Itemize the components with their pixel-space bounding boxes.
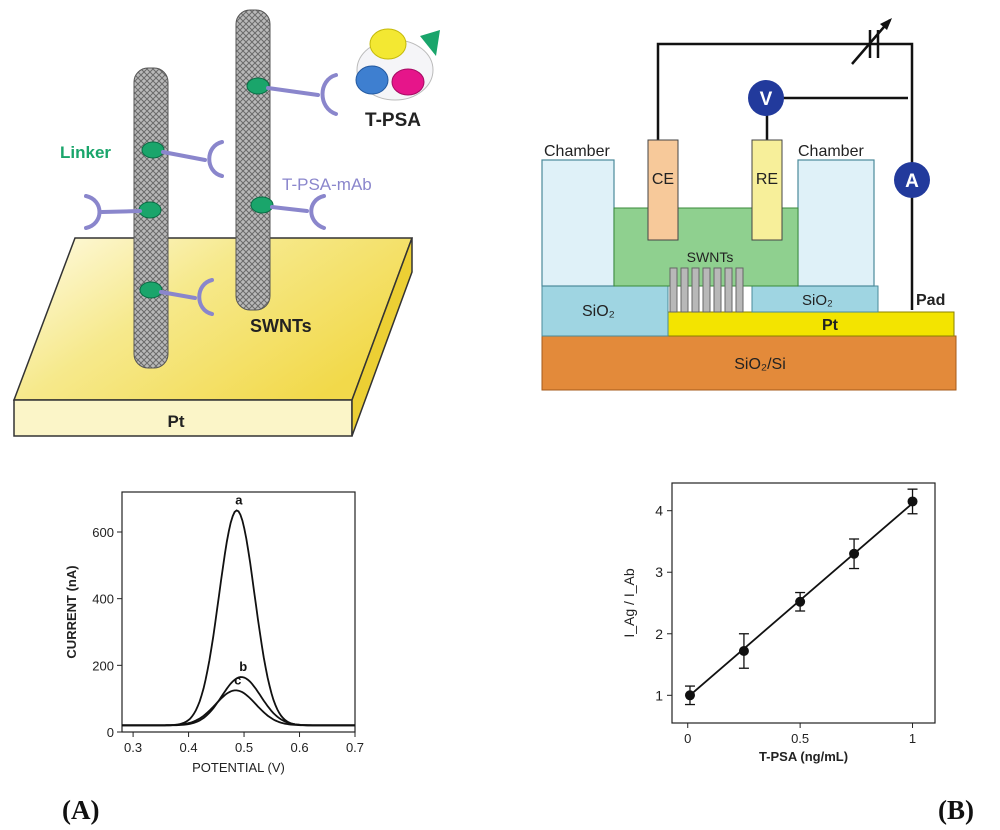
- mab-label: T-PSA-mAb: [282, 175, 372, 194]
- x-tick-label: 0.5: [791, 731, 809, 746]
- y-tick-label: 0: [107, 725, 114, 740]
- swnts-label: SWNTs: [250, 316, 312, 336]
- sio2-left-block: [541, 285, 669, 337]
- chamber-left-label: Chamber: [544, 143, 610, 160]
- antibody-group: [84, 73, 338, 316]
- y-tick-label: 600: [92, 525, 114, 540]
- data-point: [684, 690, 695, 701]
- re-electrode: [751, 139, 783, 241]
- sio2-right-label: SiO₂: [802, 292, 833, 309]
- sio2-left-label: SiO₂: [582, 303, 615, 320]
- chamber-left: [541, 159, 615, 287]
- pt-plate-side: [351, 237, 413, 437]
- plot-frame: [121, 491, 356, 733]
- data-point: [795, 596, 806, 607]
- data-point: [907, 496, 918, 507]
- series-line-c: [122, 689, 355, 727]
- swnt-tube-right: [235, 9, 271, 311]
- ce-electrode: [647, 139, 679, 241]
- cell-schematic: V A SiO₂/Si Pt Pad SiO₂ SiO₂ Chamber Cha…: [541, 18, 957, 391]
- y-tick-label: 200: [92, 658, 114, 673]
- panel-label-a: (A): [62, 795, 100, 825]
- panel-label-b: (B): [938, 795, 974, 825]
- x-tick-label: 0.3: [124, 740, 142, 755]
- x-axis-label: POTENTIAL (V): [192, 760, 285, 775]
- ce-label: CE: [652, 171, 674, 188]
- swnt-array-icon: [669, 267, 744, 313]
- x-tick-label: 0.5: [235, 740, 253, 755]
- chamber-right: [797, 159, 875, 287]
- voltmeter-label: V: [760, 89, 773, 110]
- variable-resistor-icon: [851, 18, 892, 65]
- y-tick-label: 4: [655, 503, 663, 519]
- tpsa-antigen-icon: [355, 28, 440, 101]
- y-axis-label: CURRENT (nA): [64, 565, 79, 658]
- re-label: RE: [756, 171, 778, 188]
- voltmeter-icon: [748, 80, 784, 116]
- y-axis-label: I_Ag / I_Ab: [621, 568, 637, 637]
- plot-frame: [671, 482, 936, 724]
- pad-label: Pad: [916, 292, 945, 309]
- x-tick-label: 0: [684, 731, 691, 746]
- pt-label: Pt: [168, 412, 185, 431]
- linker-label: Linker: [60, 143, 111, 162]
- pt-layer: [667, 311, 955, 337]
- y-tick-label: 1: [655, 687, 663, 703]
- ammeter-icon: [894, 162, 930, 198]
- data-point: [849, 548, 860, 559]
- x-tick-label: 1: [909, 731, 916, 746]
- substrate-label: SiO₂/Si: [734, 356, 786, 373]
- x-tick-label: 0.4: [180, 740, 198, 755]
- x-tick-label: 0.7: [346, 740, 364, 755]
- series-line-a: [122, 509, 355, 727]
- sensor-schematic: Pt: [12, 9, 440, 437]
- tpsa-label: T-PSA: [365, 110, 421, 131]
- y-tick-label: 400: [92, 592, 114, 607]
- ammeter-label: A: [905, 171, 919, 192]
- x-tick-label: 0.6: [290, 740, 308, 755]
- series-label-a: a: [235, 492, 243, 507]
- series-label-c: c: [234, 672, 241, 687]
- pt-layer-label: Pt: [822, 317, 839, 334]
- calibration-chart: 0 0.5 1 1 2 3 4T-PSA (ng/mL) I_Ag / I_Ab: [621, 482, 936, 764]
- data-point: [738, 646, 749, 656]
- y-tick-label: 2: [655, 626, 663, 642]
- pt-plate-top: [12, 237, 414, 401]
- series-label-b: b: [239, 659, 247, 674]
- chamber-right-label: Chamber: [798, 143, 864, 160]
- y-tick-label: 3: [655, 564, 663, 580]
- sio2-right-block: [751, 285, 879, 313]
- x-axis-label: T-PSA (ng/mL): [759, 749, 848, 764]
- cell-swnts-label: SWNTs: [687, 249, 734, 265]
